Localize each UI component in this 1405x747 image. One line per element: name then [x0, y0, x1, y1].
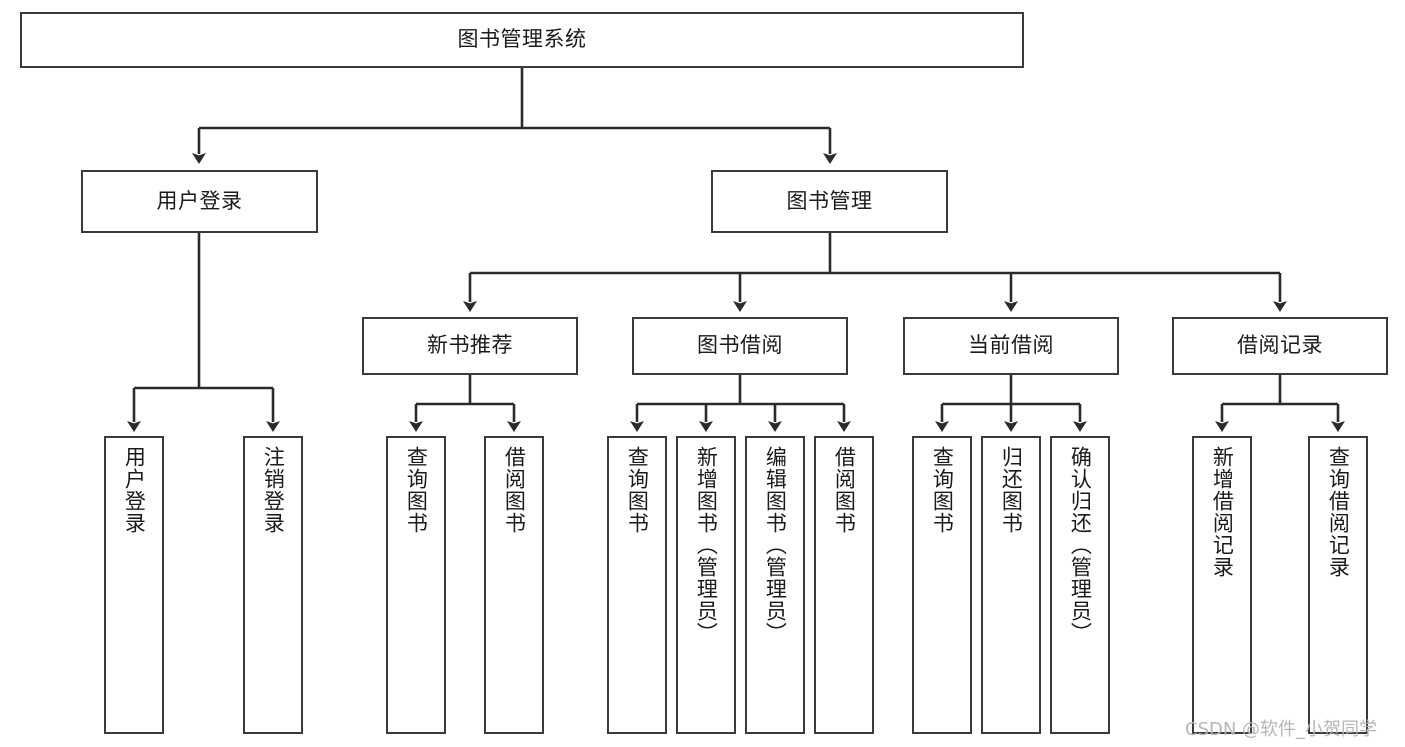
node-label: 图书管理系统: [457, 27, 587, 52]
node-label: 查询借阅记录: [1326, 446, 1351, 578]
node-label: 查询图书: [625, 446, 650, 534]
node-label: 借阅记录: [1237, 333, 1323, 358]
node-label: 图书借阅: [697, 333, 783, 358]
node-label: 图书管理: [786, 188, 873, 213]
node-label: 归还图书: [999, 446, 1024, 534]
node-label: 用户登录: [122, 446, 147, 534]
leaf-new-book-query[interactable]: 查询图书: [386, 436, 446, 734]
node-book-borrow[interactable]: 图书借阅: [632, 317, 848, 375]
node-label: 新增图书（管理员）: [694, 446, 719, 644]
node-new-book-recommend[interactable]: 新书推荐: [362, 317, 578, 375]
leaf-borrow-record-query[interactable]: 查询借阅记录: [1308, 436, 1368, 734]
node-label: 当前借阅: [968, 333, 1054, 358]
node-label: 编辑图书（管理员）: [763, 446, 788, 644]
leaf-user-login-logout[interactable]: 注销登录: [243, 436, 303, 734]
node-label: 注销登录: [261, 446, 286, 534]
leaf-user-login-login[interactable]: 用户登录: [104, 436, 164, 734]
node-root-book-management-system[interactable]: 图书管理系统: [20, 12, 1024, 68]
node-label: 借阅图书: [502, 446, 527, 534]
node-label: 用户登录: [156, 188, 243, 213]
leaf-book-borrow-edit-admin[interactable]: 编辑图书（管理员）: [745, 436, 805, 734]
leaf-current-borrow-return[interactable]: 归还图书: [981, 436, 1041, 734]
node-label: 新书推荐: [427, 333, 513, 358]
leaf-current-borrow-query[interactable]: 查询图书: [912, 436, 972, 734]
node-label: 查询图书: [404, 446, 429, 534]
node-label: 借阅图书: [832, 446, 857, 534]
node-current-borrow[interactable]: 当前借阅: [903, 317, 1119, 375]
node-book-management[interactable]: 图书管理: [711, 170, 948, 233]
node-label: 确认归还（管理员）: [1068, 446, 1093, 644]
leaf-new-book-borrow[interactable]: 借阅图书: [484, 436, 544, 734]
leaf-borrow-record-add[interactable]: 新增借阅记录: [1192, 436, 1252, 734]
node-user-login[interactable]: 用户登录: [81, 170, 318, 233]
node-label: 查询图书: [930, 446, 955, 534]
leaf-book-borrow-borrow[interactable]: 借阅图书: [814, 436, 874, 734]
leaf-book-borrow-query[interactable]: 查询图书: [607, 436, 667, 734]
leaf-book-borrow-add-admin[interactable]: 新增图书（管理员）: [676, 436, 736, 734]
node-borrow-record[interactable]: 借阅记录: [1172, 317, 1388, 375]
node-label: 新增借阅记录: [1210, 446, 1235, 578]
leaf-current-borrow-confirm-return-admin[interactable]: 确认归还（管理员）: [1050, 436, 1110, 734]
